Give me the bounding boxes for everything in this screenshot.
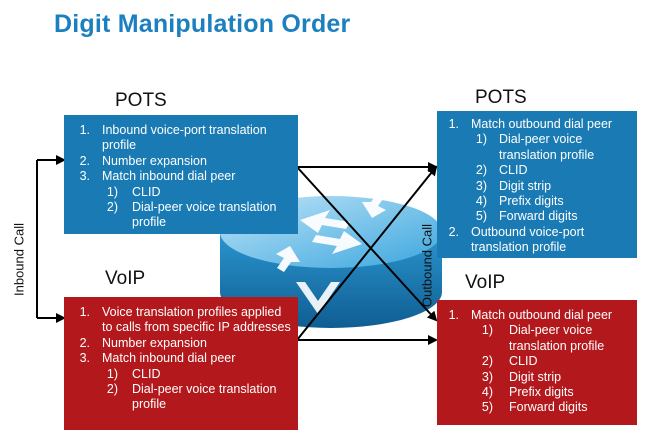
sub-list-item: 2) Dial-peer voice translation profile [106,200,277,230]
inbound-voip-box: 1. Voice translation profiles applied to… [64,297,298,430]
list-item: 1. Match outbound dial peer [448,117,613,131]
list-item: 2. Outbound voice-port translation profi… [448,224,585,255]
list-item: 1. Inbound voice-port translation profil… [79,123,267,153]
list-item: 3. Match inbound dial peer [79,169,236,184]
left-voip-header: VoIP [105,268,146,289]
list-item: 1. Voice translation profiles applied to… [79,305,291,335]
outbound-voip-box: 1. Match outbound dial peer 1) Dial-peer… [437,300,637,425]
sub-list-item: 2) CLID [481,354,538,369]
right-voip-header: VoIP [465,272,506,293]
left-pots-header: POTS [115,90,167,111]
list-item: 2. Number expansion [79,153,207,168]
sub-list-item: 4) Prefix digits [475,194,564,209]
list-item: 1. Match outbound dial peer [448,308,613,322]
list-item: 3. Match inbound dial peer [79,351,236,366]
outbound-pots-box: 1. Match outbound dial peer 1) Dial-peer… [437,111,637,258]
outbound-call-label: Outbound Call [419,223,435,308]
inbound-bracket [36,155,66,323]
sub-list-item: 1) Dial-peer voice translation profile [481,323,605,353]
sub-list-item: 3) Digit strip [475,178,552,193]
sub-list-item: 5) Forward digits [481,400,588,415]
inbound-call-label: Inbound Call [11,223,27,296]
inbound-pots-box: 1. Inbound voice-port translation profil… [64,115,298,234]
sub-list-item: 5) Forward digits [475,209,578,224]
sub-list-item: 1) CLID [106,184,161,199]
sub-list-item: 1) Dial-peer voice translation profile [475,132,595,162]
list-item: 2. Number expansion [79,335,207,350]
sub-list-item: 2) CLID [475,163,528,178]
sub-list-item: 2) Dial-peer voice translation profile [106,382,277,412]
right-pots-header: POTS [475,87,527,108]
route-arrows [296,162,438,345]
sub-list-item: 3) Digit strip [481,369,562,384]
sub-list-item: 1) CLID [106,366,161,381]
sub-list-item: 4) Prefix digits [481,385,574,400]
page-title: Digit Manipulation Order [54,10,351,38]
